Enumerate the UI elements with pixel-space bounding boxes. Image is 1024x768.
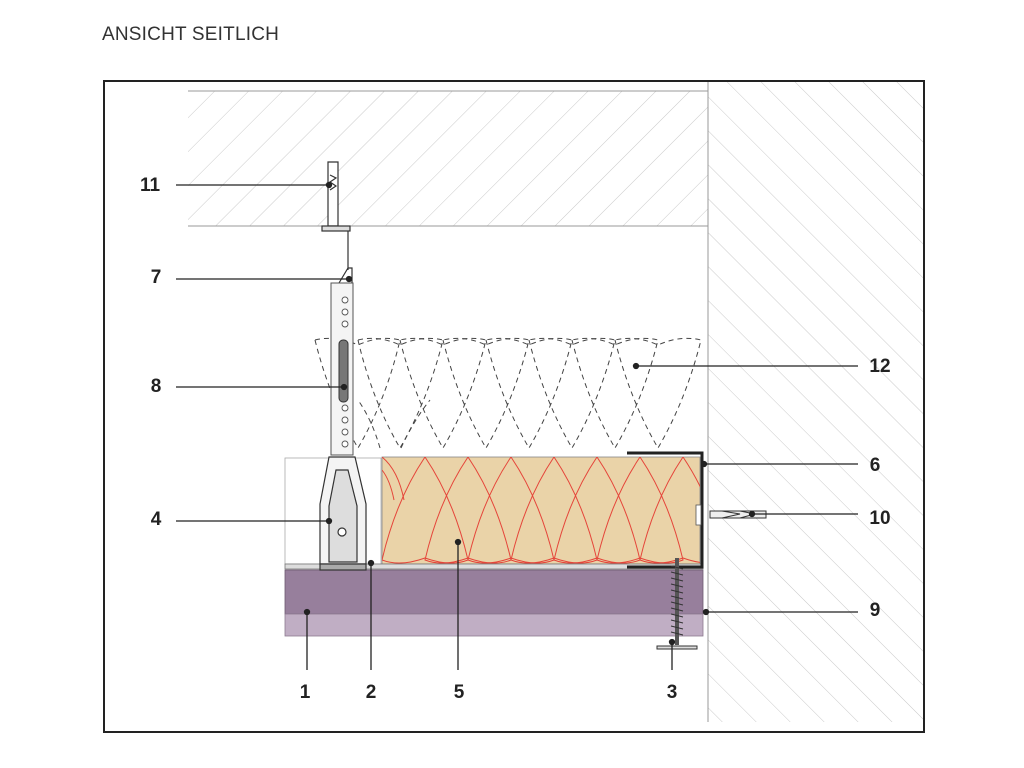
callout-11: 11	[140, 175, 161, 196]
callout-6: 6	[870, 455, 881, 476]
gypsum-boards	[284, 569, 704, 637]
loose-insulation-dashed	[314, 337, 702, 449]
slotted-hanger	[330, 282, 354, 456]
callout-12: 12	[869, 356, 890, 377]
callout-8: 8	[151, 376, 162, 397]
callout-10: 10	[869, 508, 890, 529]
callout-9: 9	[870, 600, 881, 621]
callout-7: 7	[151, 267, 162, 288]
leader-lines	[176, 181, 858, 670]
direct-hanger	[319, 456, 367, 571]
side-wall	[707, 82, 924, 722]
ceiling-anchor	[321, 161, 351, 232]
drywall-screw	[656, 558, 698, 650]
callout-3: 3	[667, 682, 678, 703]
wall-plug	[695, 504, 702, 526]
callout-4: 4	[151, 509, 162, 530]
page-title: ANSICHT SEITLICH	[102, 24, 280, 45]
callout-2: 2	[366, 682, 377, 703]
ceiling-slab	[188, 90, 708, 227]
callout-1: 1	[300, 682, 311, 703]
mineral-wool-insulation	[381, 456, 701, 565]
drawing-frame	[103, 80, 925, 733]
callout-5: 5	[454, 682, 465, 703]
edge-profile	[627, 451, 704, 569]
